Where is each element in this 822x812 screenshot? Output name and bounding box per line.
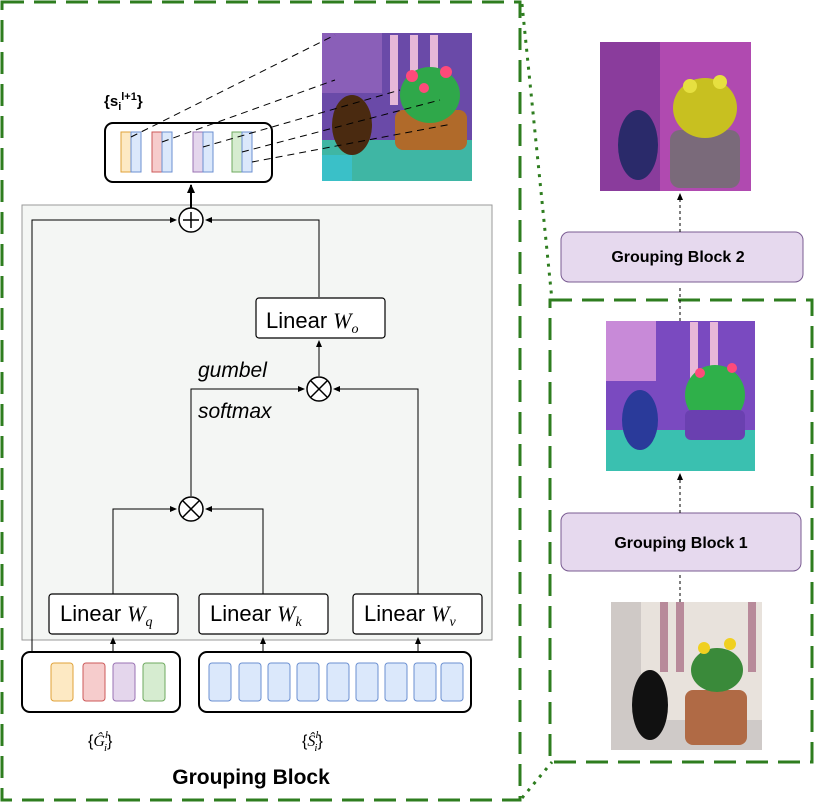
attn-to-mult-path [190, 386, 305, 496]
linear-wv-box [352, 593, 483, 635]
final-segmentation-image [600, 42, 751, 191]
output-tokens [120, 131, 253, 173]
wq-to-mult-path [112, 506, 177, 594]
zoom-dotted-bottom [520, 761, 554, 799]
input-photo [611, 602, 762, 750]
output-tokens-label: {sil+1} [104, 91, 143, 113]
linear-wq-box [48, 593, 179, 635]
residual-path [31, 217, 177, 652]
grouping-block-1-label: Grouping Block 1 [614, 535, 747, 552]
segment-tokens [208, 662, 464, 702]
gumbel-label: gumbel [198, 359, 268, 382]
segmentation-image-top [322, 33, 472, 181]
token-to-region-lines [130, 34, 453, 163]
wk-to-mult-path [205, 506, 264, 594]
grouping-block-2-label: Grouping Block 2 [611, 249, 744, 266]
linear-wo-box [255, 297, 386, 339]
grouping-block-1-box [560, 512, 802, 572]
main-title: Grouping Block [172, 766, 330, 789]
grouping-block-panel [21, 204, 493, 641]
wv-to-mult-path [333, 386, 419, 594]
linear-wk-box [198, 593, 329, 635]
zoom-dotted-top [520, 3, 554, 301]
linear-wo-label: Linear [266, 308, 327, 333]
right-dashed-frame [548, 298, 814, 764]
intermediate-segmentation-image [606, 321, 755, 471]
left-dashed-frame [0, 0, 522, 802]
group-tokens [50, 662, 166, 702]
output-token-box [104, 122, 273, 183]
linear-wk-label: Linear [210, 601, 271, 626]
softmax-label: softmax [198, 400, 273, 423]
linear-wv-label: Linear [364, 601, 425, 626]
wo-to-add-path [205, 217, 320, 297]
linear-wq-label: Linear [60, 601, 121, 626]
grouping-block-2-box [560, 231, 804, 283]
